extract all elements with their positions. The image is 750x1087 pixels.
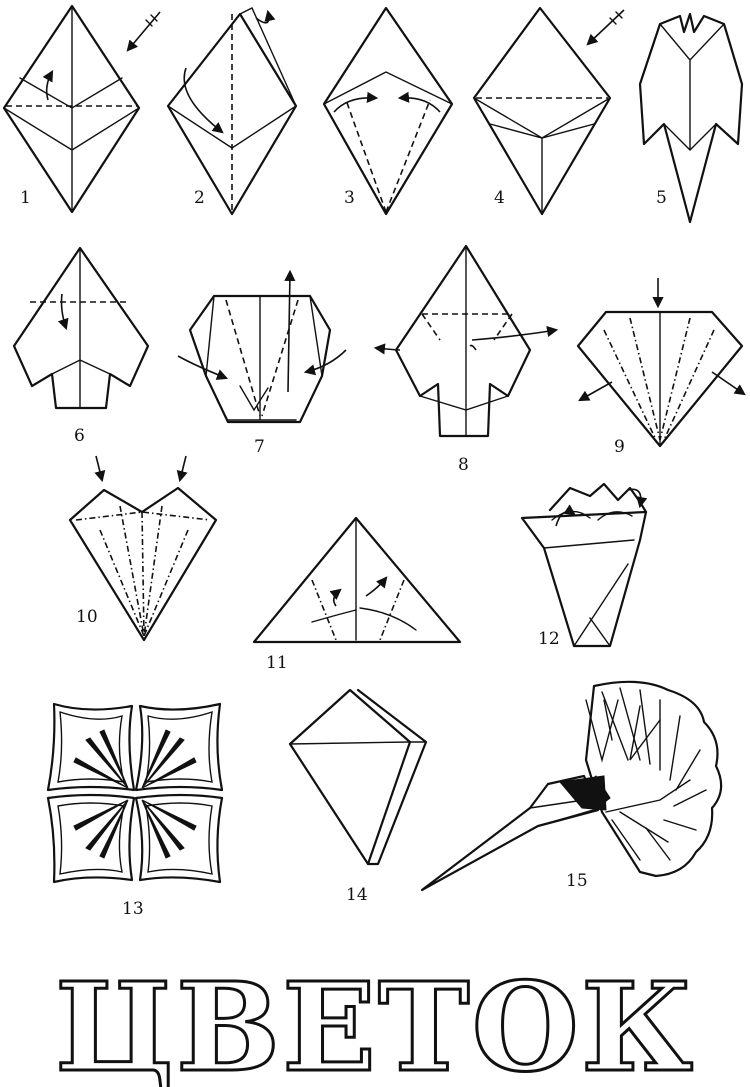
step-11-number: 11 xyxy=(266,653,288,673)
step-7-number: 7 xyxy=(254,437,265,457)
step-14-diagram: 14 xyxy=(288,688,428,905)
step-3-number: 3 xyxy=(344,188,355,208)
step-6-diagram: 6 xyxy=(12,246,150,446)
step-5-number: 5 xyxy=(656,188,667,208)
step-12-number: 12 xyxy=(538,629,560,649)
step-9-number: 9 xyxy=(614,437,625,457)
step-2-number: 2 xyxy=(194,188,205,208)
step-15-diagram: 15 xyxy=(420,680,723,892)
step-1-number: 1 xyxy=(20,188,31,208)
step-12-diagram: 12 xyxy=(520,482,648,649)
step-10-diagram: 10 xyxy=(68,455,218,642)
step-14-number: 14 xyxy=(346,885,368,905)
step-2-diagram: 2 xyxy=(166,7,298,216)
page-title: ЦВЕТОК xyxy=(55,955,695,1087)
step-8-diagram: 8 xyxy=(373,244,559,475)
step-13-number: 13 xyxy=(122,899,144,919)
step-7-diagram: 7 xyxy=(177,269,347,457)
step-4-number: 4 xyxy=(494,188,505,208)
step-11-diagram: 11 xyxy=(252,516,462,673)
step-8-number: 8 xyxy=(458,455,469,475)
step-15-number: 15 xyxy=(566,871,588,891)
step-4-diagram: 4 xyxy=(472,6,625,216)
step-5-diagram: 5 xyxy=(638,12,744,224)
step-10-number: 10 xyxy=(76,607,98,627)
step-3-diagram: 3 xyxy=(322,6,454,216)
step-6-number: 6 xyxy=(74,426,85,446)
step-1-diagram: 1 xyxy=(2,4,161,214)
step-13-diagram: 13 xyxy=(46,702,224,919)
step-9-diagram: 9 xyxy=(576,278,746,457)
